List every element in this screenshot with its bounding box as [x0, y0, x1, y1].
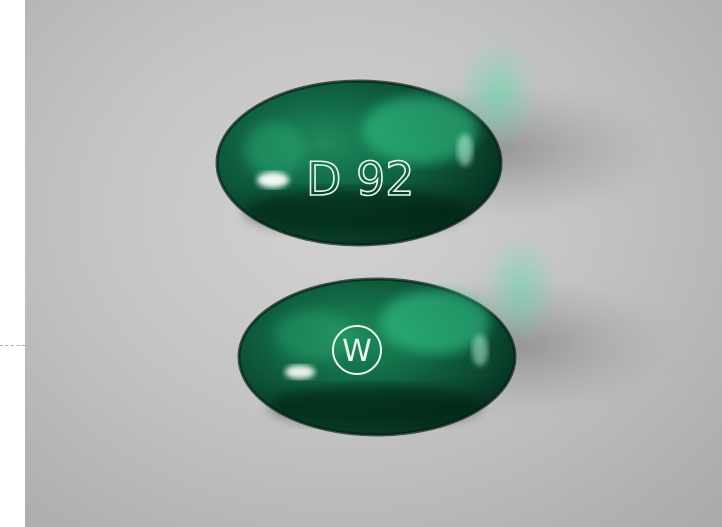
- bottom-capsule: W: [237, 277, 517, 437]
- bottom-capsule-highlight: [285, 365, 315, 379]
- top-capsule: D 92: [215, 79, 503, 247]
- bottom-capsule-imprint: W: [342, 334, 372, 369]
- pill-illustration: D 92 W: [215, 40, 675, 437]
- top-capsule-highlight: [257, 172, 289, 188]
- w-logo-circle: [332, 325, 382, 375]
- dashed-guide-line: [0, 345, 25, 346]
- bottom-green-glow: [482, 235, 558, 345]
- top-capsule-imprint: D 92: [306, 152, 415, 206]
- pill-photo: D 92 W: [25, 0, 722, 527]
